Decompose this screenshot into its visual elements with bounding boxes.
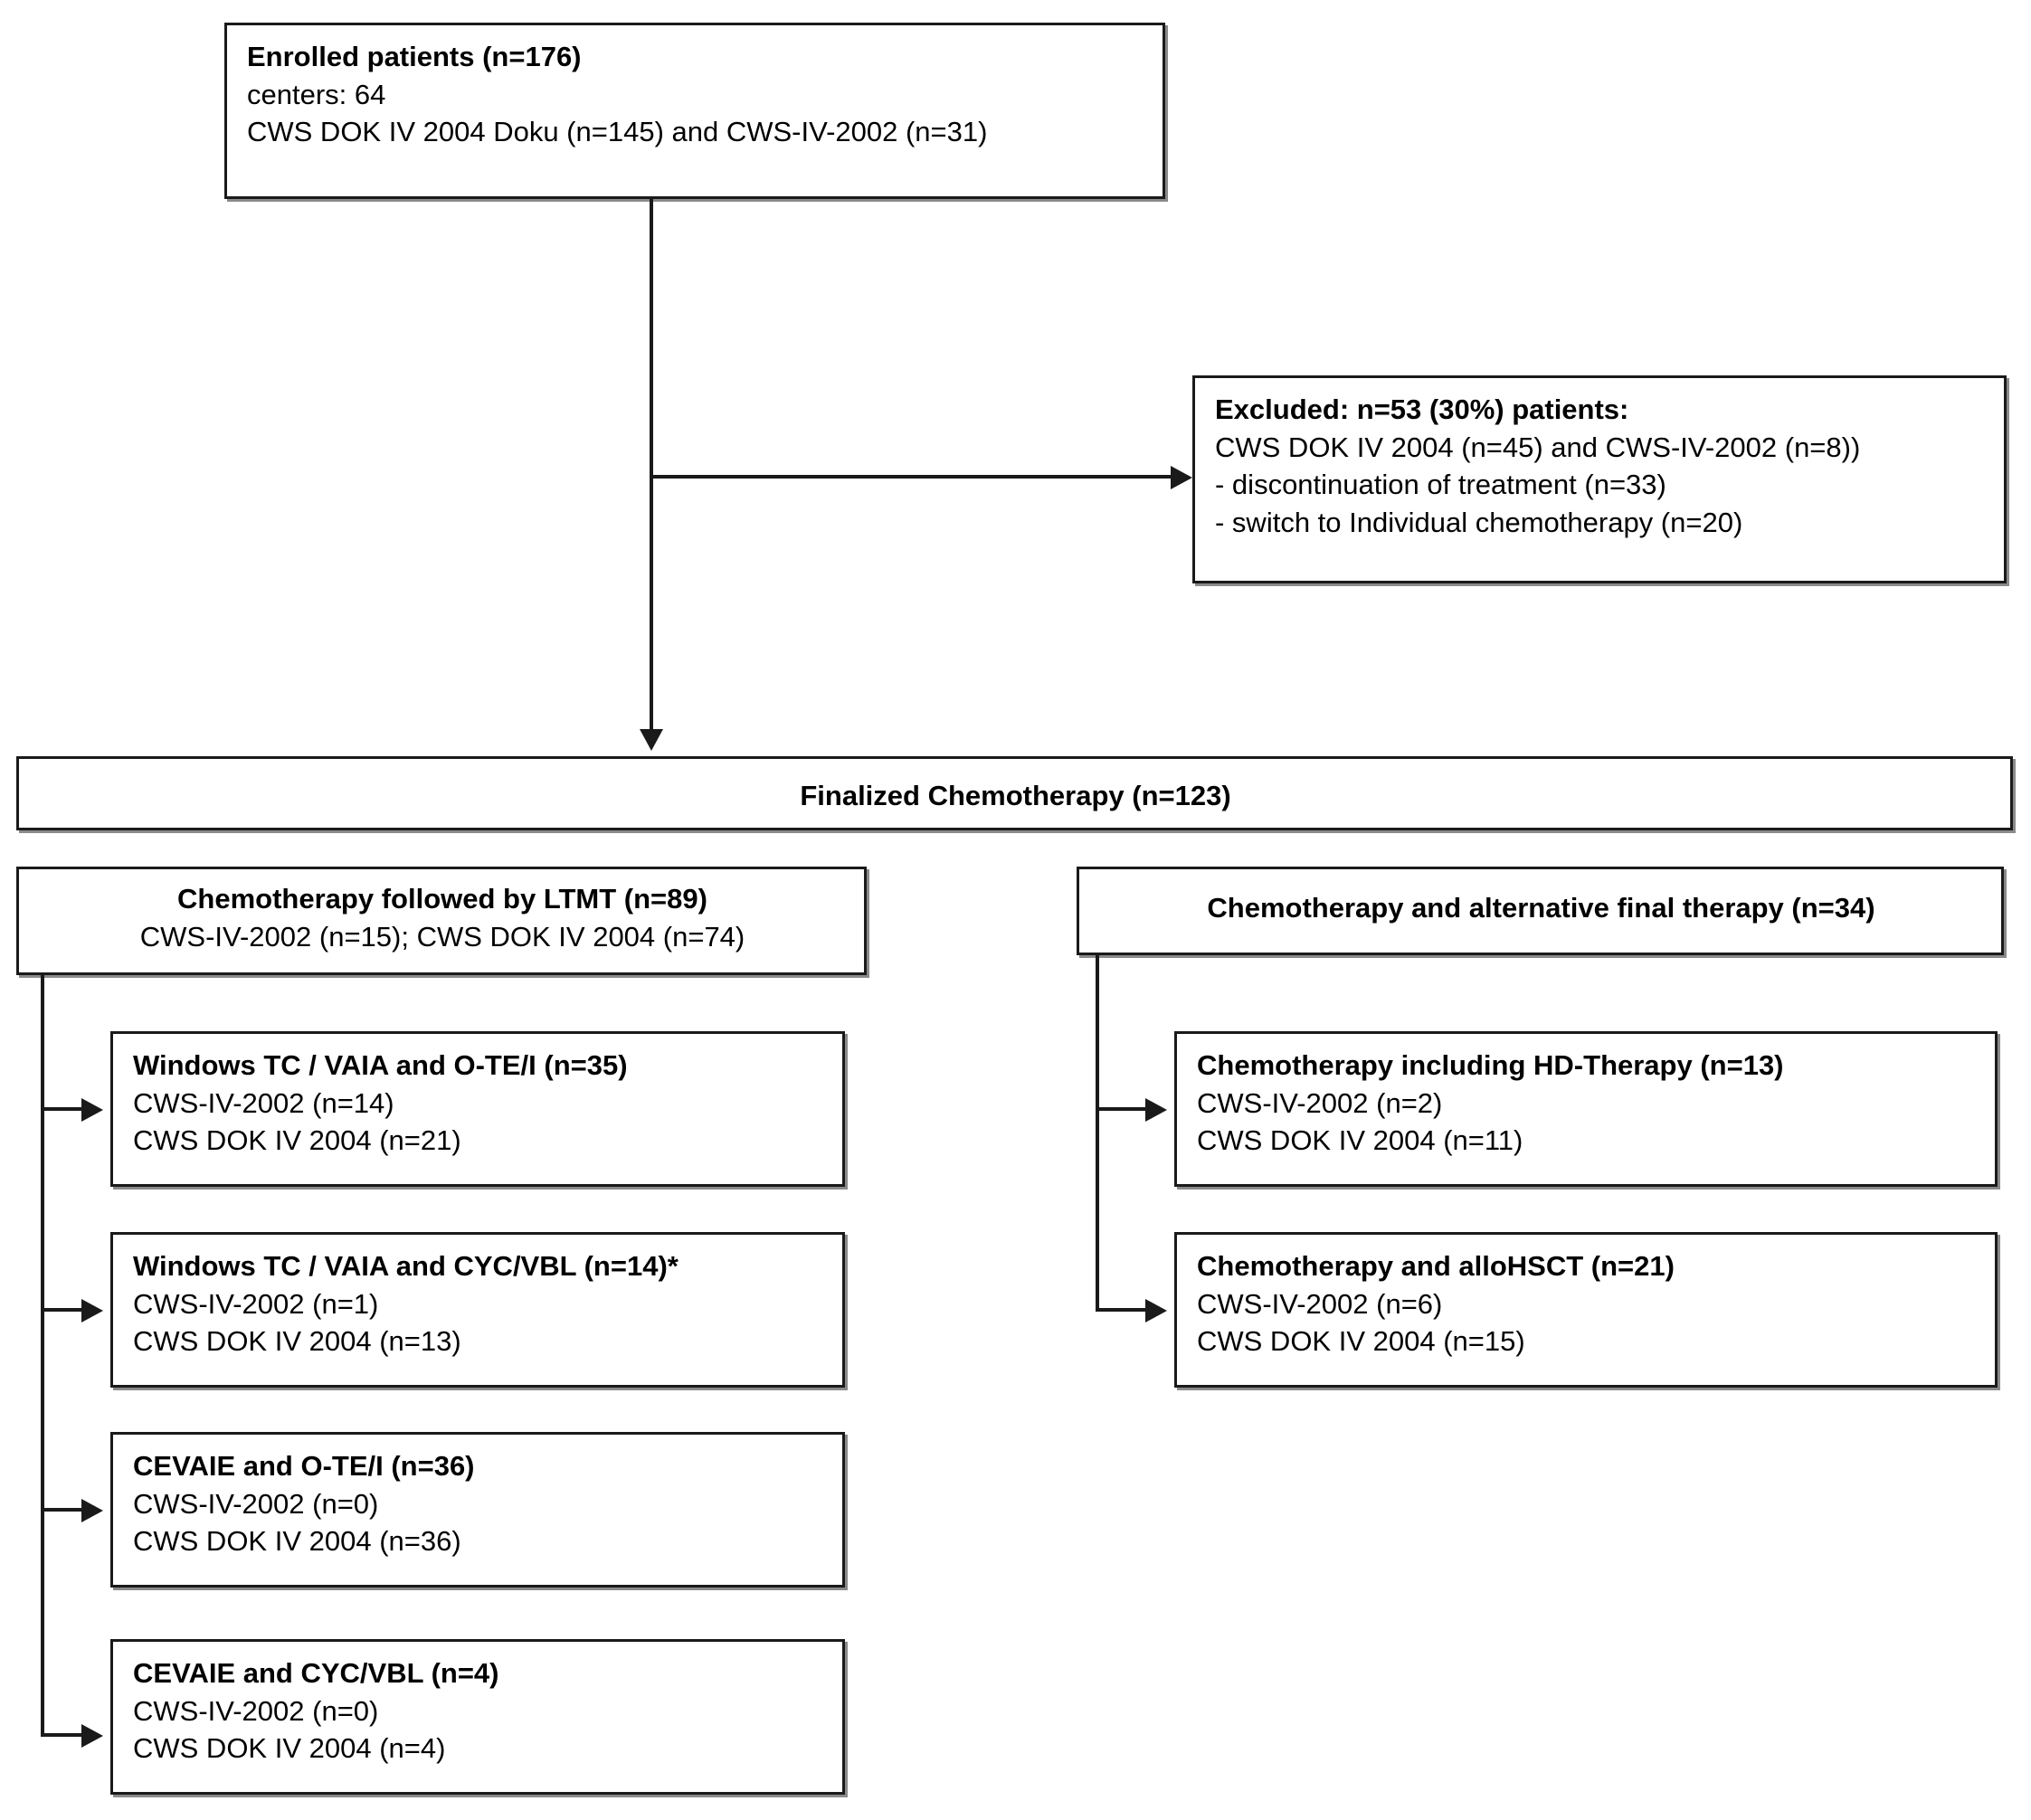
node-excluded-title: Excluded: n=53 (30%) patients: bbox=[1215, 393, 1629, 425]
node-ltmt-line2: CWS-IV-2002 (n=15); CWS DOK IV 2004 (n=7… bbox=[139, 920, 745, 953]
arrowhead-alternative-to-child-2 bbox=[1145, 1299, 1167, 1322]
node-left-child-1-title: Windows TC / VAIA and O-TE/I (n=35) bbox=[133, 1049, 628, 1081]
connector-alternative-to-child-1 bbox=[1096, 1107, 1145, 1111]
node-alternative-final-therapy-title: Chemotherapy and alternative final thera… bbox=[1207, 892, 1875, 924]
connector-ltmt-to-child-4 bbox=[41, 1733, 81, 1737]
node-right-child-1-content: Chemotherapy including HD-Therapy (n=13)… bbox=[1177, 1034, 1995, 1169]
node-left-child-3-line2: CWS-IV-2002 (n=0) bbox=[133, 1487, 379, 1520]
node-left-child-2-content: Windows TC / VAIA and CYC/VBL (n=14)* CW… bbox=[113, 1235, 842, 1370]
node-enrolled-patients-line3: CWS DOK IV 2004 Doku (n=145) and CWS-IV-… bbox=[247, 116, 988, 148]
node-ltmt-content: Chemotherapy followed by LTMT (n=89) CWS… bbox=[19, 869, 864, 964]
node-enrolled-patients-title: Enrolled patients (n=176) bbox=[247, 41, 582, 72]
node-excluded-line3: - discontinuation of treatment (n=33) bbox=[1215, 469, 1666, 501]
connector-trunk-to-excluded bbox=[653, 475, 1171, 479]
node-left-child-4-line3: CWS DOK IV 2004 (n=4) bbox=[133, 1732, 446, 1765]
node-ltmt: Chemotherapy followed by LTMT (n=89) CWS… bbox=[16, 867, 867, 975]
connector-ltmt-to-child-3 bbox=[41, 1508, 81, 1512]
node-left-child-1-content: Windows TC / VAIA and O-TE/I (n=35) CWS-… bbox=[113, 1034, 842, 1169]
connector-alternative-spine bbox=[1096, 955, 1099, 1312]
node-excluded-line4: - switch to Individual chemotherapy (n=2… bbox=[1215, 506, 1743, 538]
connector-ltmt-to-child-2 bbox=[41, 1308, 81, 1312]
connector-enrolled-to-finalized bbox=[650, 199, 653, 733]
node-finalized-chemotherapy-title: Finalized Chemotherapy (n=123) bbox=[800, 780, 1231, 811]
node-left-child-1-line2: CWS-IV-2002 (n=14) bbox=[133, 1086, 394, 1119]
node-left-child-2-title: Windows TC / VAIA and CYC/VBL (n=14)* bbox=[133, 1250, 679, 1282]
node-left-child-4-content: CEVAIE and CYC/VBL (n=4) CWS-IV-2002 (n=… bbox=[113, 1642, 842, 1777]
connector-alternative-to-child-2 bbox=[1096, 1308, 1145, 1312]
node-right-child-2-line3: CWS DOK IV 2004 (n=15) bbox=[1197, 1325, 1525, 1358]
node-finalized-chemotherapy-content: Finalized Chemotherapy (n=123) bbox=[19, 759, 2010, 824]
node-right-child-1-line3: CWS DOK IV 2004 (n=11) bbox=[1197, 1124, 1523, 1157]
node-left-child-2: Windows TC / VAIA and CYC/VBL (n=14)* CW… bbox=[110, 1232, 845, 1388]
node-left-child-1-line3: CWS DOK IV 2004 (n=21) bbox=[133, 1124, 461, 1157]
node-left-child-4: CEVAIE and CYC/VBL (n=4) CWS-IV-2002 (n=… bbox=[110, 1639, 845, 1795]
node-left-child-3-title: CEVAIE and O-TE/I (n=36) bbox=[133, 1450, 475, 1482]
node-right-child-1-title: Chemotherapy including HD-Therapy (n=13) bbox=[1197, 1049, 1784, 1081]
node-left-child-3-content: CEVAIE and O-TE/I (n=36) CWS-IV-2002 (n=… bbox=[113, 1435, 842, 1569]
node-left-child-3: CEVAIE and O-TE/I (n=36) CWS-IV-2002 (n=… bbox=[110, 1432, 845, 1588]
arrowhead-ltmt-to-child-1 bbox=[81, 1098, 103, 1122]
arrowhead-ltmt-to-child-2 bbox=[81, 1299, 103, 1322]
node-left-child-4-line2: CWS-IV-2002 (n=0) bbox=[133, 1694, 379, 1727]
node-enrolled-patients-line2: centers: 64 bbox=[247, 78, 386, 110]
node-ltmt-title: Chemotherapy followed by LTMT (n=89) bbox=[177, 883, 707, 915]
node-alternative-final-therapy-content: Chemotherapy and alternative final thera… bbox=[1079, 869, 2001, 936]
node-excluded: Excluded: n=53 (30%) patients: CWS DOK I… bbox=[1192, 375, 2007, 583]
arrowhead-ltmt-to-child-3 bbox=[81, 1499, 103, 1522]
node-left-child-4-title: CEVAIE and CYC/VBL (n=4) bbox=[133, 1657, 499, 1689]
node-enrolled-patients: Enrolled patients (n=176) centers: 64 CW… bbox=[224, 23, 1165, 199]
node-right-child-2-content: Chemotherapy and alloHSCT (n=21) CWS-IV-… bbox=[1177, 1235, 1995, 1370]
arrowhead-ltmt-to-child-4 bbox=[81, 1724, 103, 1748]
node-finalized-chemotherapy: Finalized Chemotherapy (n=123) bbox=[16, 756, 2013, 830]
node-alternative-final-therapy: Chemotherapy and alternative final thera… bbox=[1077, 867, 2004, 955]
node-left-child-2-line3: CWS DOK IV 2004 (n=13) bbox=[133, 1325, 461, 1358]
node-right-child-2: Chemotherapy and alloHSCT (n=21) CWS-IV-… bbox=[1174, 1232, 1998, 1388]
node-enrolled-patients-content: Enrolled patients (n=176) centers: 64 CW… bbox=[227, 25, 1163, 160]
node-right-child-1-line2: CWS-IV-2002 (n=2) bbox=[1197, 1086, 1443, 1119]
node-left-child-3-line3: CWS DOK IV 2004 (n=36) bbox=[133, 1525, 461, 1558]
node-right-child-2-title: Chemotherapy and alloHSCT (n=21) bbox=[1197, 1250, 1675, 1282]
node-excluded-line2: CWS DOK IV 2004 (n=45) and CWS-IV-2002 (… bbox=[1215, 431, 1861, 463]
node-right-child-1: Chemotherapy including HD-Therapy (n=13)… bbox=[1174, 1031, 1998, 1187]
node-left-child-2-line2: CWS-IV-2002 (n=1) bbox=[133, 1287, 379, 1320]
node-right-child-2-line2: CWS-IV-2002 (n=6) bbox=[1197, 1287, 1443, 1320]
connector-ltmt-to-child-1 bbox=[41, 1107, 81, 1111]
node-left-child-1: Windows TC / VAIA and O-TE/I (n=35) CWS-… bbox=[110, 1031, 845, 1187]
arrowhead-enrolled-to-finalized bbox=[640, 729, 663, 751]
connector-ltmt-spine bbox=[41, 975, 44, 1737]
arrowhead-trunk-to-excluded bbox=[1171, 466, 1192, 489]
node-excluded-content: Excluded: n=53 (30%) patients: CWS DOK I… bbox=[1195, 378, 2004, 550]
arrowhead-alternative-to-child-1 bbox=[1145, 1098, 1167, 1122]
